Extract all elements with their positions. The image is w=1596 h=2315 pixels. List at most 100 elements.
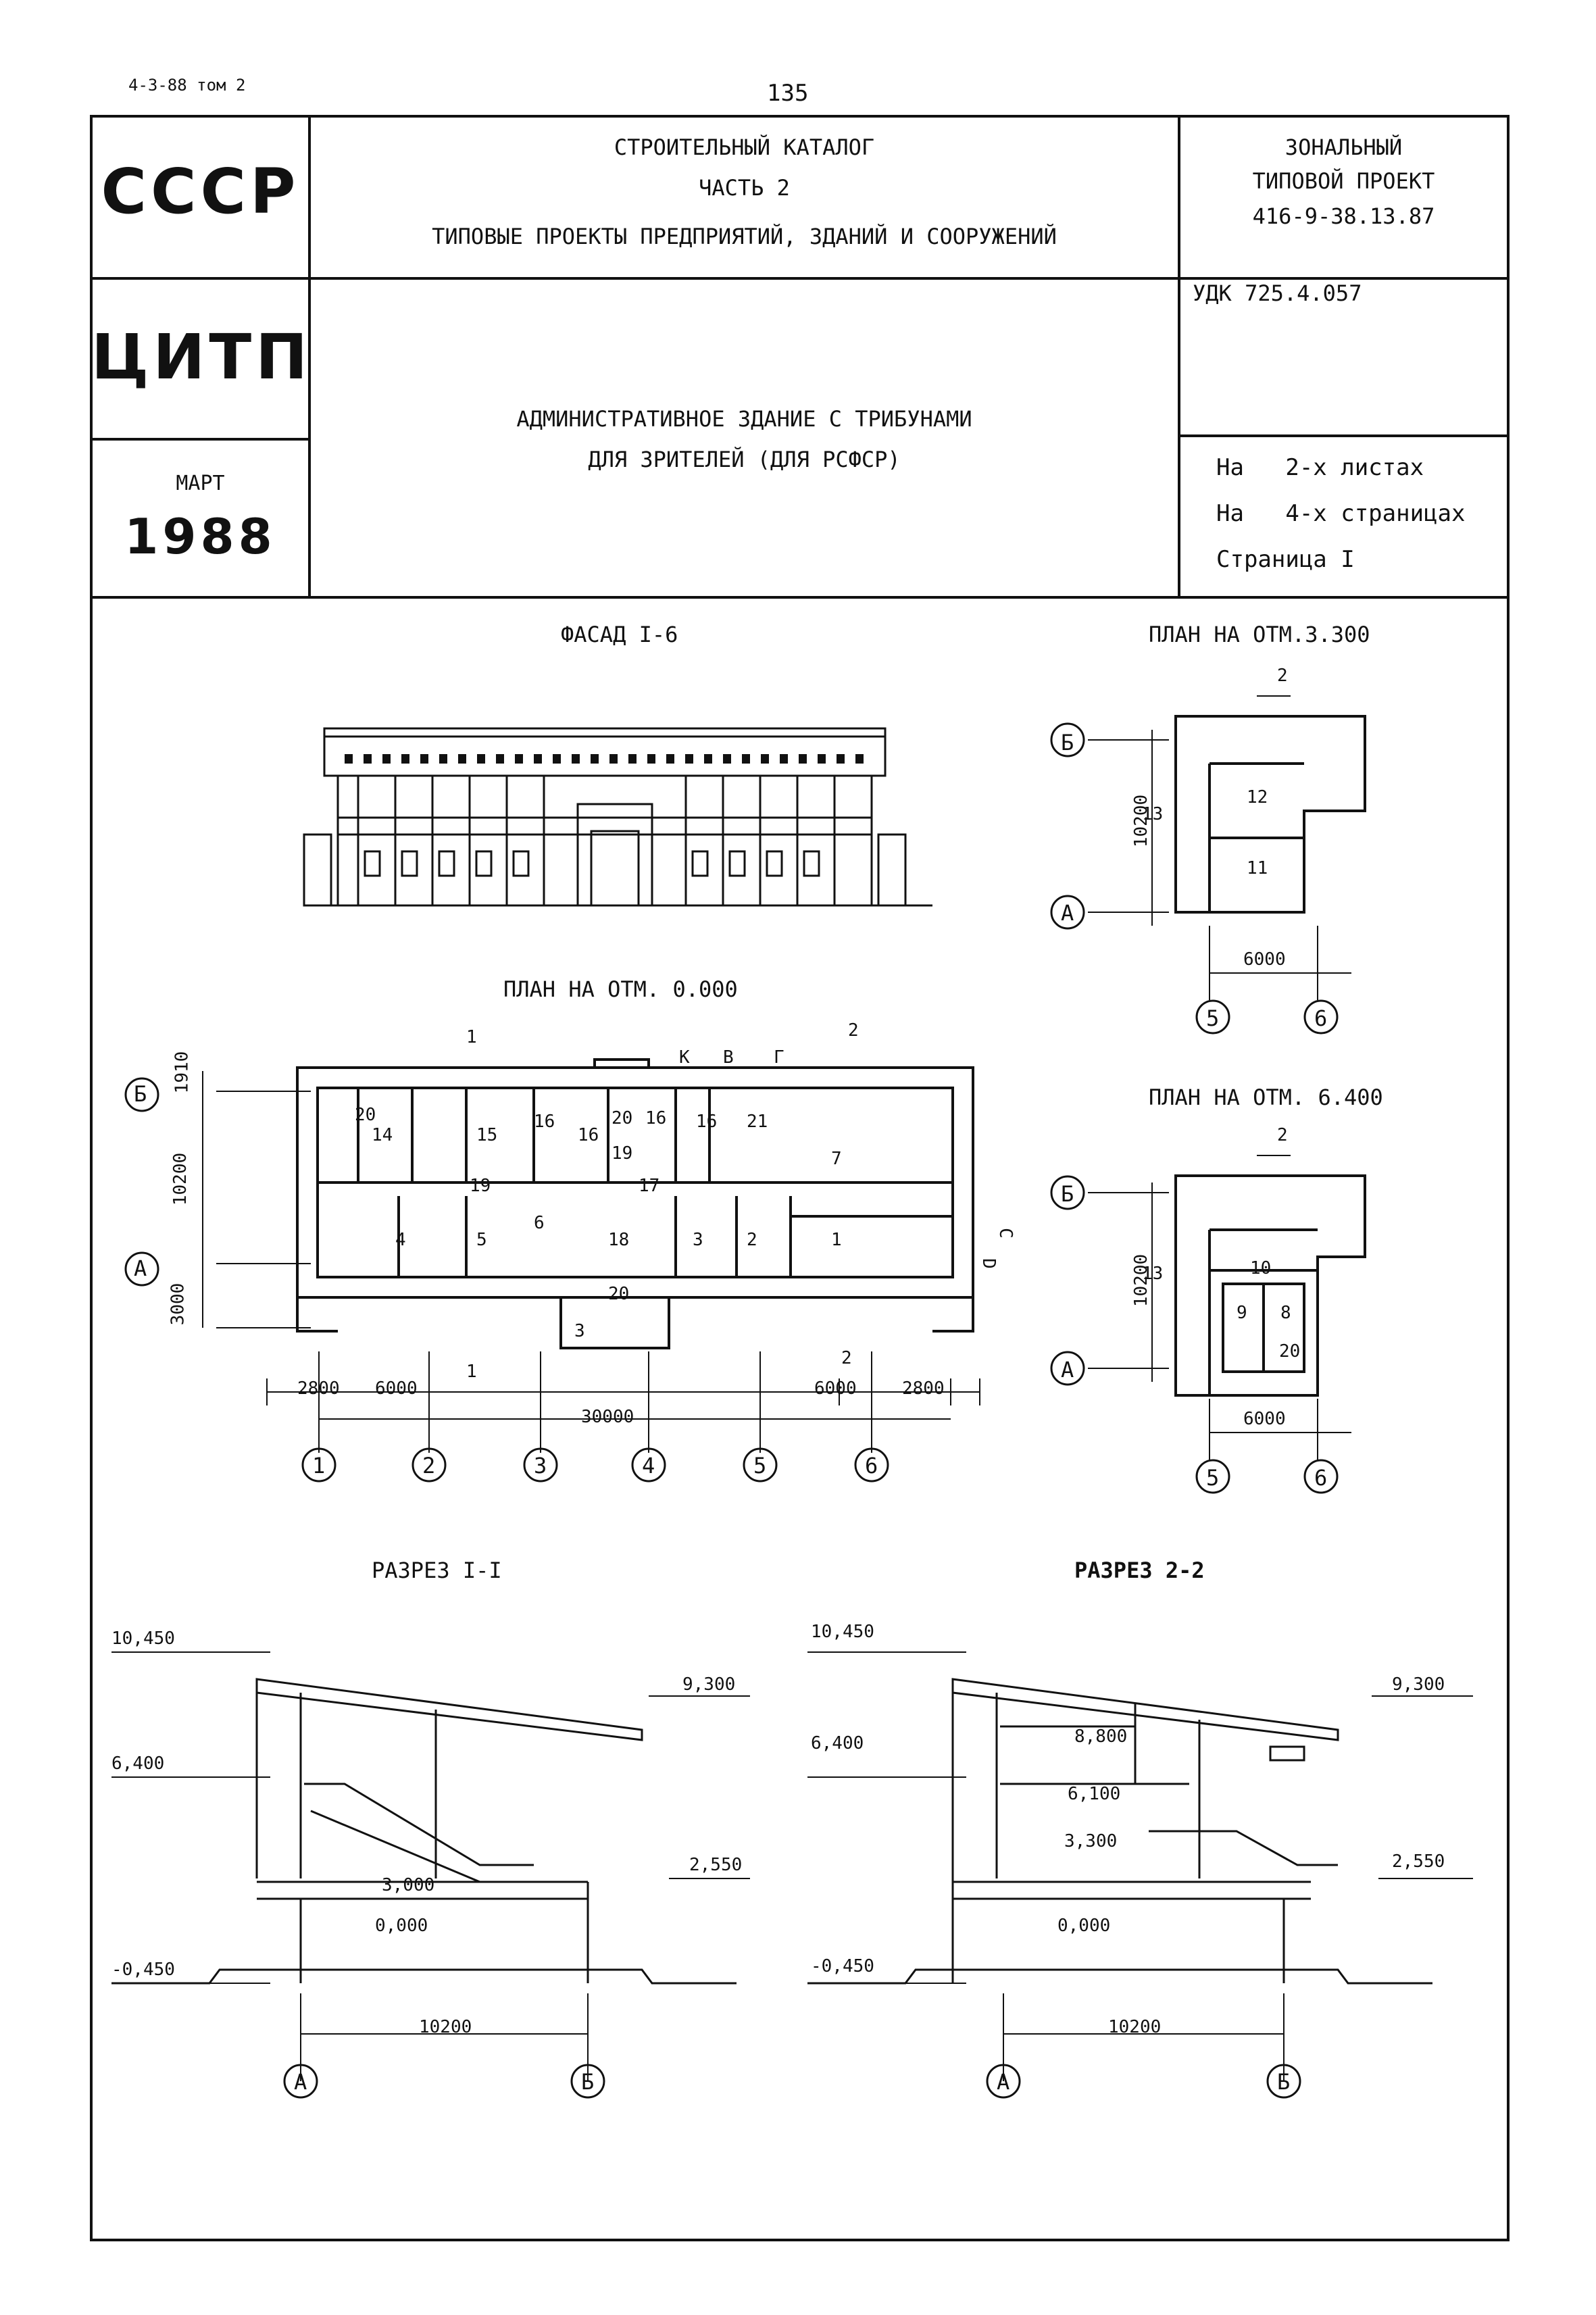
s2-level-3300: 3,300 [1064,1831,1118,1851]
plan-6400-title: ПЛАН НА ОТМ. 6.400 [1149,1085,1383,1110]
room-18: 18 [608,1230,630,1250]
section-mark-2-top: 2 [848,1020,859,1041]
plan-6400-section-mark: 2 [1277,1125,1288,1145]
plan-3300-axis-a: А [1061,900,1074,926]
section-mark-v: В [723,1047,734,1068]
s1-level-6400: 6,400 [111,1753,165,1774]
catalog-line-2: ЧАСТЬ 2 [699,175,790,201]
section-mark-k: К [679,1047,690,1068]
catalog-line-3: ТИПОВЫЕ ПРОЕКТЫ ПРЕДПРИЯТИЙ, ЗДАНИЙ И СО… [432,224,1057,249]
udk-code: УДК 725.4.057 [1193,280,1362,306]
plan-6400-room-9: 9 [1237,1303,1247,1323]
axis-b-label: Б [134,1081,147,1107]
page-index: Страница I [1216,546,1355,573]
dim-top-offset: 1910 [172,1051,193,1094]
room-16-a: 16 [534,1112,555,1132]
s2-axis-a: А [997,2069,1010,2095]
axis-6-label: 6 [865,1453,878,1478]
plan-6400-dim-bay: 6000 [1243,1409,1286,1429]
s2-level-10450: 10,450 [811,1622,874,1642]
facade-drawing [303,727,932,907]
dim-depth: 10200 [170,1152,191,1206]
room-3-porch: 3 [574,1321,585,1341]
issue-month: МАРТ [176,472,225,495]
s1-axis-a: А [294,2069,307,2095]
room-16-d: 16 [696,1112,718,1132]
room-3: 3 [693,1230,703,1250]
plan-3300-title: ПЛАН НА ОТМ.3.300 [1149,622,1370,647]
plan-6400-axis-a: А [1061,1357,1074,1383]
room-7: 7 [831,1149,842,1169]
section-1-drawing [111,1651,750,2099]
plan-6400-drawing [1050,1155,1366,1494]
sheets-count: На 2-х листах [1216,454,1424,481]
s2-level-6100: 6,100 [1068,1784,1121,1804]
plan-3300-drawing [1050,695,1366,1035]
s2-level-0000: 0,000 [1057,1916,1111,1936]
plan-3300-axis-5: 5 [1206,1005,1220,1031]
section-mark-1-top: 1 [466,1027,477,1047]
room-19-b: 19 [612,1143,633,1164]
room-20-c: 20 [608,1284,630,1304]
room-2: 2 [747,1230,757,1250]
plan-000-title: ПЛАН НА ОТМ. 0.000 [503,976,738,1002]
s2-axis-b: Б [1277,2069,1291,2095]
axis-3-label: 3 [534,1453,547,1478]
plan-3300-room-13: 13 [1142,804,1164,824]
dim-right: 2800 [902,1378,945,1399]
page-number: 135 [767,80,809,107]
section-mark-g: Г [774,1047,784,1068]
plan-000-drawing [124,1058,980,1483]
s2-level-minus-450: -0,450 [811,1956,874,1976]
room-6: 6 [534,1213,545,1233]
room-20-b: 20 [612,1108,633,1128]
section-2-drawing [807,1651,1473,2099]
axis-5-label: 5 [753,1453,767,1478]
section-mark-d: D [978,1258,999,1269]
dim-bay-right: 6000 [814,1378,857,1399]
title-line-1: АДМИНИСТРАТИВНОЕ ЗДАНИЕ С ТРИБУНАМИ [516,406,972,432]
room-15: 15 [476,1125,498,1145]
dim-left: 2800 [297,1378,340,1399]
project-number: 416-9-38.13.87 [1252,203,1435,229]
s1-level-3000: 3,000 [382,1875,435,1895]
axis-4-label: 4 [642,1453,655,1478]
title-line-2: ДЛЯ ЗРИТЕЛЕЙ (ДЛЯ РСФСР) [588,447,901,472]
s2-level-9300: 9,300 [1392,1674,1445,1695]
section-mark-1-bottom: 1 [466,1362,477,1382]
plan-6400-room-8: 8 [1280,1303,1291,1323]
plan-6400-room-20: 20 [1279,1341,1301,1362]
section-1-title: РАЗРЕЗ I-I [372,1558,502,1583]
plan-6400-room-13: 13 [1142,1264,1164,1284]
room-17: 17 [639,1176,660,1196]
room-16-b: 16 [578,1125,599,1145]
plan-6400-axis-5: 5 [1206,1465,1220,1491]
plan-3300-section-mark: 2 [1277,666,1288,686]
issue-year: 1988 [124,508,276,565]
s2-level-2550: 2,550 [1392,1851,1445,1872]
plan-3300-room-12: 12 [1247,787,1268,807]
s1-level-0000: 0,000 [375,1916,428,1936]
facade-title: ФАСАД I-6 [561,622,678,647]
s2-level-8800: 8,800 [1074,1726,1128,1747]
room-21: 21 [747,1112,768,1132]
dim-bottom-offset: 3000 [168,1283,189,1326]
s2-span: 10200 [1108,2017,1162,2037]
section-2-title: РАЗРЕЗ 2-2 [1074,1558,1205,1583]
axis-2-label: 2 [422,1453,436,1478]
project-line-2: ТИПОВОЙ ПРОЕКТ [1252,168,1435,194]
room-4: 4 [395,1230,406,1250]
s1-axis-b: Б [581,2069,595,2095]
section-mark-2-bottom: 2 [841,1348,852,1368]
s1-level-2550: 2,550 [689,1855,743,1875]
room-14: 14 [372,1125,393,1145]
room-20-a: 20 [355,1105,376,1125]
corner-reference: 4-3-88 том 2 [128,76,246,95]
axis-1-label: 1 [312,1453,326,1478]
plan-3300-axis-6: 6 [1314,1005,1328,1031]
org-country: СССР [101,155,300,228]
plan-6400-axis-6: 6 [1314,1465,1328,1491]
s1-level-minus-450: -0,450 [111,1960,175,1980]
s1-level-10450: 10,450 [111,1628,175,1649]
